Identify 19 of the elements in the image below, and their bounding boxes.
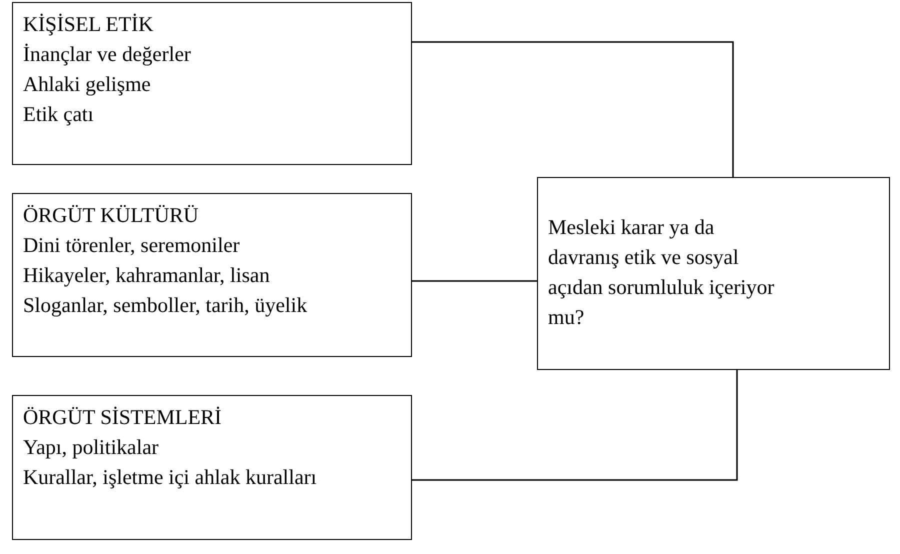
text-box [537, 177, 890, 370]
box-text: Hikayeler, kahramanlar, lisan [23, 262, 271, 289]
text-box [12, 395, 412, 540]
box-text: Kurallar, işletme içi ahlak kuralları [23, 464, 318, 491]
connector-line [412, 280, 537, 282]
box-text: Yapı, politikalar [23, 434, 160, 461]
box-heading: ÖRGÜT KÜLTÜRÜ [23, 202, 200, 229]
connector-line [412, 41, 734, 177]
box-text: Dini törenler, seremoniler [23, 232, 241, 259]
box-text: Etik çatı [23, 101, 95, 128]
text-box [12, 2, 412, 165]
box-heading: ÖRGÜT SİSTEMLERİ [23, 404, 223, 431]
box-heading: KİŞİSEL ETİK [23, 11, 154, 38]
text-box [12, 193, 412, 357]
box-text: Mesleki karar ya da davranış etik ve sosyal açıdan sorumluluk içeriyor mu? [548, 214, 776, 331]
box-text: İnançlar ve değerler [23, 41, 192, 68]
box-text: Sloganlar, semboller, tarih, üyelik [23, 292, 308, 319]
connector-line [412, 370, 738, 481]
box-text: Ahlaki gelişme [23, 71, 152, 98]
